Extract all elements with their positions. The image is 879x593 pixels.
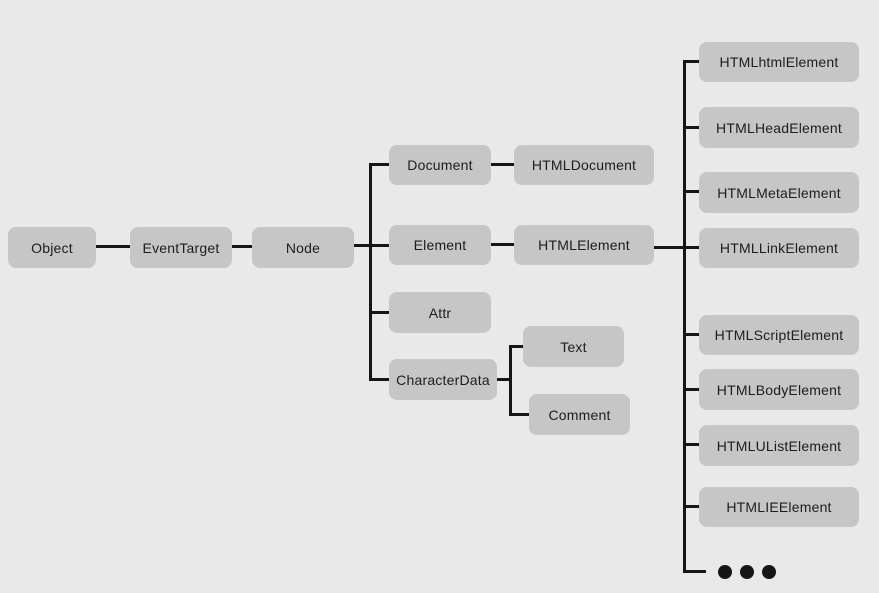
node-text: Text	[523, 326, 624, 367]
node-htmldocument: HTMLDocument	[514, 145, 654, 185]
connector-trunk-document	[370, 163, 389, 166]
connector-trunk-text	[509, 345, 523, 348]
node-htmlulistelement: HTMLUListElement	[699, 425, 859, 466]
connector-characterdata-trunk	[497, 378, 511, 381]
ellipsis-dot	[762, 565, 776, 579]
node-htmllinkelement: HTMLLinkElement	[699, 228, 859, 268]
connector-element-htmlelement	[491, 243, 514, 246]
connector-trunk-htmlmetaelement	[683, 190, 699, 193]
node-htmlieelement: HTMLIEElement	[699, 487, 859, 527]
node-htmlelement: HTMLElement	[514, 225, 654, 265]
node-eventtarget: EventTarget	[130, 227, 232, 268]
ellipsis-dot	[718, 565, 732, 579]
connector-node-trunk	[369, 163, 372, 381]
connector-htmlelement-children-trunk	[683, 60, 686, 573]
node-htmlbodyelement: HTMLBodyElement	[699, 369, 859, 410]
connector-characterdata-children-trunk	[509, 345, 512, 416]
connector-eventtarget-node	[232, 245, 252, 248]
connector-trunk-htmlscriptelement	[683, 333, 699, 336]
connector-trunk-attr	[370, 311, 389, 314]
node-characterdata: CharacterData	[389, 359, 497, 400]
node-attr: Attr	[389, 292, 491, 333]
node-htmlheadelement: HTMLHeadElement	[699, 107, 859, 148]
connector-trunk-htmlieelement	[683, 505, 699, 508]
connector-document-htmldocument	[491, 163, 514, 166]
connector-trunk-htmlulistelement	[683, 443, 699, 446]
node-node: Node	[252, 227, 354, 268]
node-element: Element	[389, 225, 491, 265]
connector-trunk-characterdata	[370, 378, 389, 381]
node-comment: Comment	[529, 394, 630, 435]
node-htmlmetaelement: HTMLMetaElement	[699, 172, 859, 213]
connector-trunk-comment	[509, 413, 529, 416]
node-document: Document	[389, 145, 491, 185]
connector-object-eventtarget	[96, 245, 130, 248]
connector-trunk-htmlhtmlelement	[683, 60, 699, 63]
node-object: Object	[8, 227, 96, 268]
connector-trunk-htmlheadelement	[683, 126, 699, 129]
ellipsis-dot	[740, 565, 754, 579]
connector-trunk-htmlbodyelement	[683, 388, 699, 391]
connector-trunk-ellipsis	[683, 570, 706, 573]
node-htmlhtmlelement: HTMLhtmlElement	[699, 42, 859, 82]
connector-htmlelement-htmllinkelement	[654, 246, 699, 249]
node-htmlscriptelement: HTMLScriptElement	[699, 315, 859, 355]
